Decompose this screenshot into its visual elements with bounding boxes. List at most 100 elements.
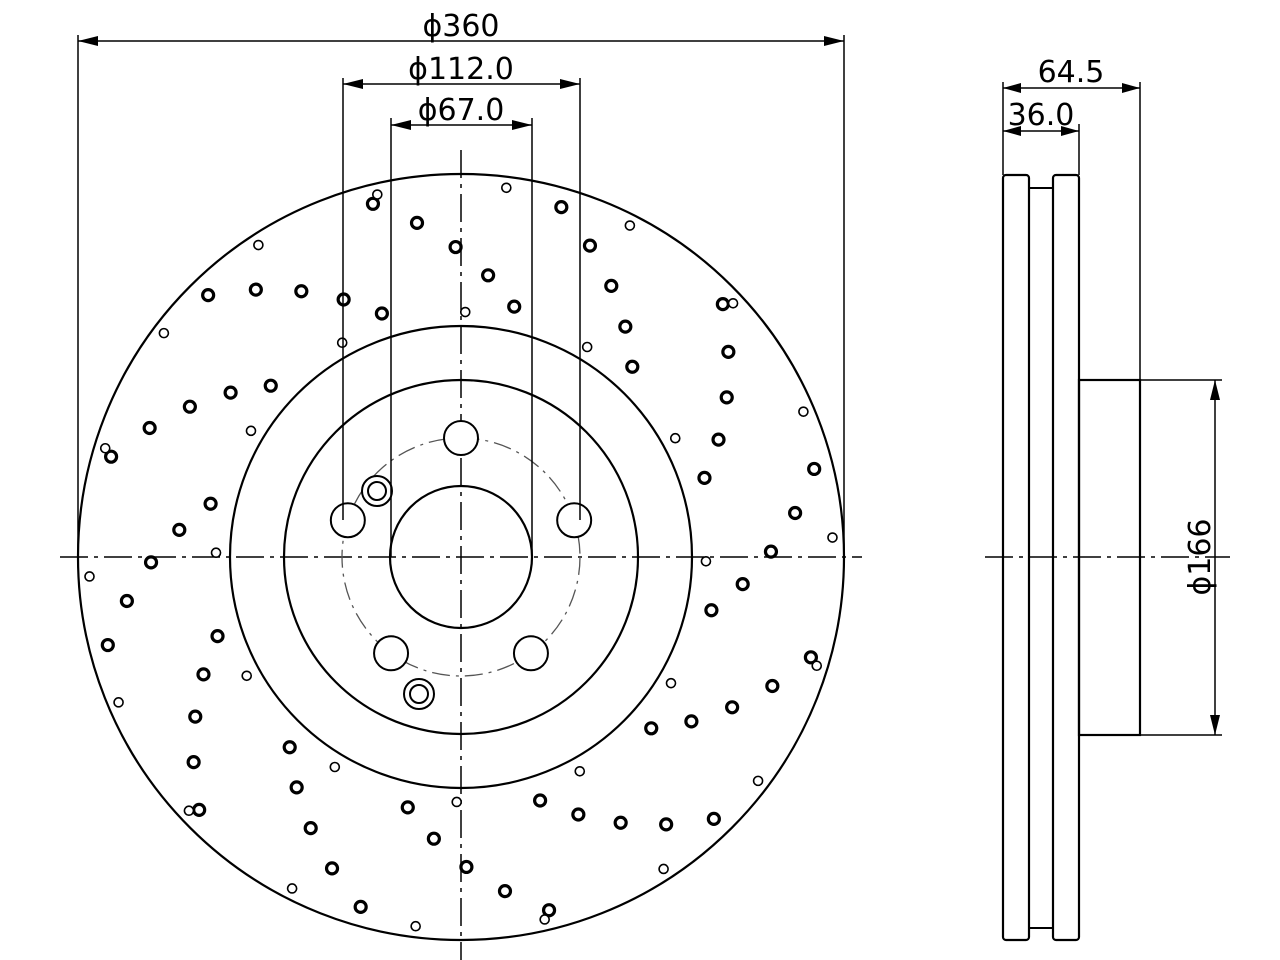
drill-hole	[788, 505, 803, 521]
side-view: 64.5 36.0 ϕ166	[985, 55, 1230, 942]
vent-hole	[459, 306, 471, 318]
dimension-center-bore: ϕ67.0	[390, 93, 533, 557]
bolt-holes	[329, 420, 593, 710]
friction-inner-edge	[228, 324, 694, 790]
vent-hole	[827, 532, 838, 543]
drill-hole	[263, 378, 278, 393]
bolt-circle	[341, 437, 581, 677]
dimension-bolt-circle: ϕ112.0	[342, 52, 581, 520]
drill-hole	[541, 903, 557, 918]
drill-hole	[188, 709, 203, 724]
drill-hole	[763, 544, 779, 559]
drill-hole	[201, 288, 216, 303]
outer-diameter-label: ϕ360	[422, 9, 499, 44]
vent-hole	[210, 547, 222, 559]
vent-hole	[329, 761, 341, 773]
threaded-hole-outer	[403, 678, 435, 710]
drill-hole	[192, 802, 207, 817]
vent-hole	[539, 914, 550, 925]
center-bore-label: ϕ67.0	[418, 93, 505, 128]
vent-hole	[574, 765, 586, 777]
vent-hole	[241, 670, 253, 682]
vent-hole	[501, 182, 512, 194]
drill-hole	[223, 385, 238, 400]
threaded-hole-outer	[361, 475, 393, 507]
drill-hole	[711, 432, 726, 447]
drill-hole	[803, 650, 818, 665]
vent-hole	[451, 796, 463, 808]
drill-hole	[719, 390, 734, 405]
bolt-hole	[373, 635, 410, 672]
drill-hole	[533, 793, 548, 808]
drill-hole	[704, 603, 719, 618]
bolt-circle-label: ϕ112.0	[408, 52, 514, 87]
vent-hole	[669, 432, 681, 444]
drill-hole	[554, 200, 569, 215]
outer-plate	[1001, 173, 1031, 942]
drill-hole	[765, 678, 780, 694]
drill-hole	[459, 859, 474, 875]
vent-hole	[665, 677, 677, 689]
drill-hole	[409, 215, 425, 230]
vent-hole	[700, 555, 712, 567]
drill-hole	[182, 399, 197, 414]
drill-hole	[172, 522, 187, 537]
drill-hole	[735, 577, 750, 592]
drill-hole	[448, 239, 463, 255]
drill-hole	[186, 755, 201, 770]
drill-hole	[481, 268, 496, 283]
drill-hole	[119, 593, 134, 609]
hat-diameter-label: ϕ166	[1183, 518, 1218, 595]
vent-hole	[624, 220, 636, 231]
drill-hole	[100, 637, 115, 653]
drill-hole	[604, 278, 619, 293]
drill-hole	[644, 721, 659, 736]
drill-hole	[353, 899, 368, 914]
drill-hole	[571, 807, 586, 822]
bolt-hole	[556, 502, 593, 539]
vent-hole	[727, 297, 739, 309]
drill-hole	[697, 470, 712, 485]
vent-hole	[84, 571, 95, 582]
drill-hole	[721, 344, 736, 359]
drill-hole	[659, 817, 674, 832]
vent-hole	[286, 883, 298, 894]
drill-hole	[143, 555, 159, 570]
vent-hole	[245, 425, 257, 437]
vent-holes	[84, 182, 838, 932]
drill-hole	[507, 299, 522, 314]
vent-hole	[336, 337, 348, 349]
vent-hole	[113, 697, 124, 708]
total-height-label: 64.5	[1038, 55, 1105, 90]
drill-hole	[725, 700, 740, 715]
dimension-hat-diameter: ϕ166	[1140, 379, 1222, 736]
vent-hole	[658, 863, 669, 875]
drill-hole	[807, 461, 822, 477]
drill-hole	[248, 282, 263, 297]
vent-hole	[752, 775, 764, 787]
vent-hole	[183, 805, 195, 817]
vent-hole	[158, 327, 170, 339]
drill-hole	[324, 861, 340, 876]
threaded-hole-inner	[367, 481, 387, 501]
vent-hole	[581, 341, 593, 353]
dimension-total-height: 64.5	[1002, 55, 1141, 380]
threaded-hole-inner	[409, 684, 429, 704]
bolt-hole	[443, 420, 479, 456]
drill-hole	[625, 359, 640, 374]
drill-hole	[715, 297, 730, 312]
dimension-outer-diameter: ϕ360	[77, 9, 845, 557]
hat-section	[1077, 378, 1142, 737]
drill-hole	[196, 667, 211, 682]
drill-hole	[618, 319, 633, 334]
drill-hole	[289, 780, 304, 795]
drill-holes	[100, 196, 822, 918]
drill-hole	[684, 714, 699, 729]
vent-hole	[811, 660, 823, 672]
drill-hole	[497, 884, 513, 899]
drill-hole	[582, 238, 598, 253]
drill-hole	[210, 629, 225, 644]
drill-hole	[706, 811, 721, 826]
drill-hole	[142, 420, 157, 436]
